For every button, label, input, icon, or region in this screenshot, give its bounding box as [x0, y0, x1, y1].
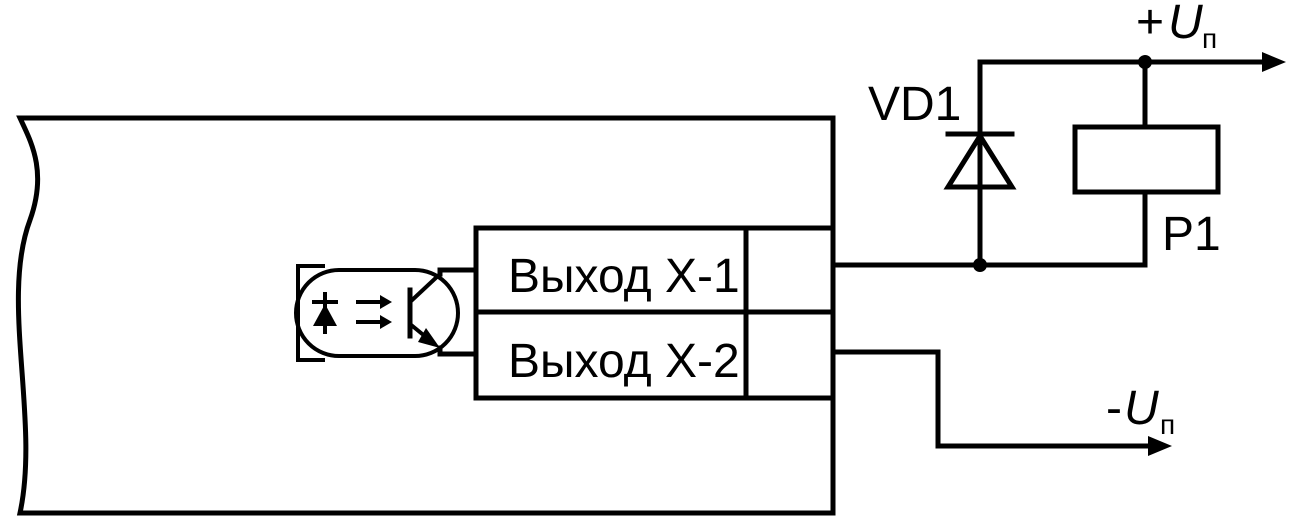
optocoupler-outline: [294, 268, 460, 358]
supply-plus-subscript: п: [1202, 23, 1217, 54]
label-supply-minus: - U п: [1106, 382, 1175, 440]
optocoupler: [294, 264, 479, 362]
label-vd1: VD1: [868, 78, 961, 131]
wire-x1-to-relay: [830, 189, 1148, 268]
transistor-collector-lead: [437, 267, 479, 277]
junction-dot-top: [1138, 55, 1152, 69]
relay-coil-p1: [1072, 124, 1221, 195]
terminal-x2-contact: [743, 309, 836, 401]
output-terminals: Выход X-1 Выход X-2: [473, 225, 836, 401]
label-p1: P1: [1162, 208, 1221, 261]
supply-plus-symbol: U: [1168, 0, 1203, 49]
led-icon: [312, 292, 338, 334]
supply-minus-sign: -: [1106, 382, 1122, 435]
diode-vd1: [943, 131, 1017, 190]
supply-minus-subscript: п: [1160, 409, 1175, 440]
output-x1-label: Выход X-1: [508, 250, 740, 303]
supply-minus-symbol: U: [1124, 382, 1159, 435]
terminal-x1-contact: [743, 225, 836, 315]
supply-plus-sign: +: [1136, 0, 1164, 49]
phototransistor-icon: [407, 272, 442, 348]
transistor-emitter-lead: [437, 345, 479, 357]
output-x2-label: Выход X-2: [508, 335, 740, 388]
device-housing: [15, 115, 836, 516]
junction-dot-bottom: [973, 258, 987, 272]
label-supply-plus: + U п: [1136, 0, 1217, 54]
light-arrows-icon: [356, 295, 392, 329]
wire-supply-minus: [830, 349, 1151, 449]
arrow-supply-plus: [1262, 52, 1286, 72]
wire-supply-plus: [977, 59, 1265, 268]
arrow-supply-minus: [1148, 436, 1172, 456]
